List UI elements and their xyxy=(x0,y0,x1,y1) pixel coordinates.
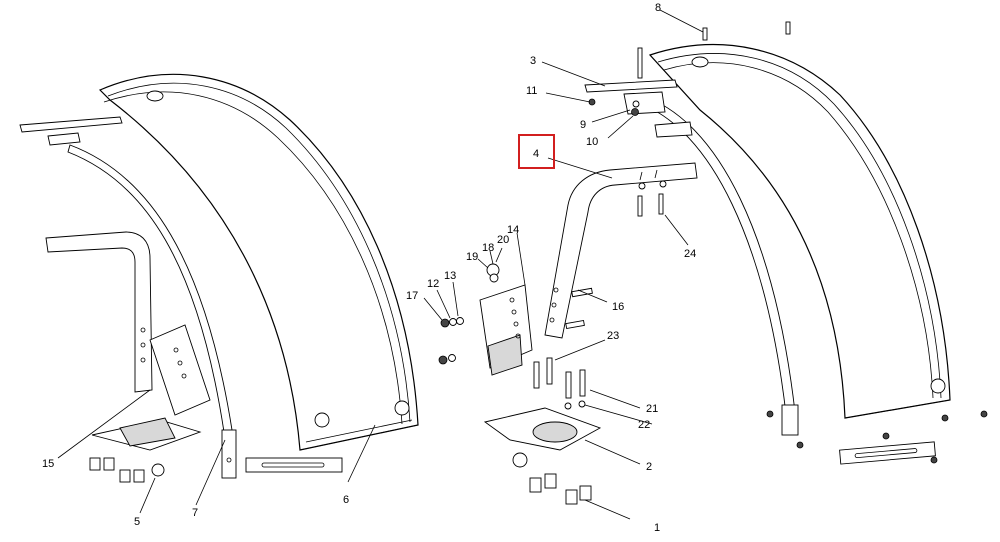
callout-23[interactable]: 23 xyxy=(607,330,619,342)
right-fender[interactable] xyxy=(648,44,951,419)
callout-11[interactable]: 11 xyxy=(526,85,537,97)
right-slotted-strip[interactable] xyxy=(839,441,936,465)
callout-1[interactable]: 1 xyxy=(654,522,660,534)
callout-9[interactable]: 9 xyxy=(580,119,586,131)
callout-20[interactable]: 20 xyxy=(497,234,509,246)
callout-7[interactable]: 7 xyxy=(192,507,198,519)
left-slotted-strip[interactable] xyxy=(245,457,343,473)
left-pivot-base[interactable] xyxy=(91,417,202,477)
callout-2[interactable]: 2 xyxy=(646,461,652,473)
left-support-bracket[interactable] xyxy=(45,231,153,393)
leader-lines xyxy=(57,9,704,520)
left-top-strap[interactable] xyxy=(19,116,123,146)
long-bolts xyxy=(533,47,664,399)
callout-16[interactable]: 16 xyxy=(612,301,624,313)
pivot-base[interactable] xyxy=(483,407,602,468)
right-fender-inner-strip[interactable] xyxy=(635,94,799,436)
callout-10[interactable]: 10 xyxy=(586,136,598,148)
callout-21[interactable]: 21 xyxy=(646,403,658,415)
callout-5[interactable]: 5 xyxy=(134,516,140,528)
nuts-and-washers xyxy=(438,98,988,464)
callout-14[interactable]: 14 xyxy=(507,224,519,236)
callout-labels: 1 2 3 4 5 6 7 8 9 10 11 12 13 14 15 16 1… xyxy=(42,2,696,534)
top-strap[interactable] xyxy=(584,79,678,93)
callout-6[interactable]: 6 xyxy=(343,494,349,506)
callout-19[interactable]: 19 xyxy=(466,251,478,263)
highlight-box xyxy=(518,134,555,169)
mount-plate[interactable] xyxy=(479,284,533,376)
callout-15[interactable]: 15 xyxy=(42,458,54,470)
bushings xyxy=(529,473,592,505)
callout-8[interactable]: 8 xyxy=(655,2,661,14)
small-bolts xyxy=(565,21,791,330)
left-fender-inner-strip[interactable] xyxy=(67,144,237,479)
callout-22[interactable]: 22 xyxy=(638,419,650,431)
callout-13[interactable]: 13 xyxy=(444,270,456,282)
left-mount-plate[interactable] xyxy=(149,324,211,416)
callout-12[interactable]: 12 xyxy=(427,278,439,290)
callout-18[interactable]: 18 xyxy=(482,242,494,254)
callout-4[interactable]: 4 xyxy=(533,148,539,160)
left-bushings xyxy=(89,457,145,483)
callout-24[interactable]: 24 xyxy=(684,248,696,260)
callout-17[interactable]: 17 xyxy=(406,290,418,302)
callout-3[interactable]: 3 xyxy=(530,55,536,67)
support-bracket[interactable] xyxy=(544,162,698,339)
left-fender[interactable] xyxy=(98,73,419,451)
